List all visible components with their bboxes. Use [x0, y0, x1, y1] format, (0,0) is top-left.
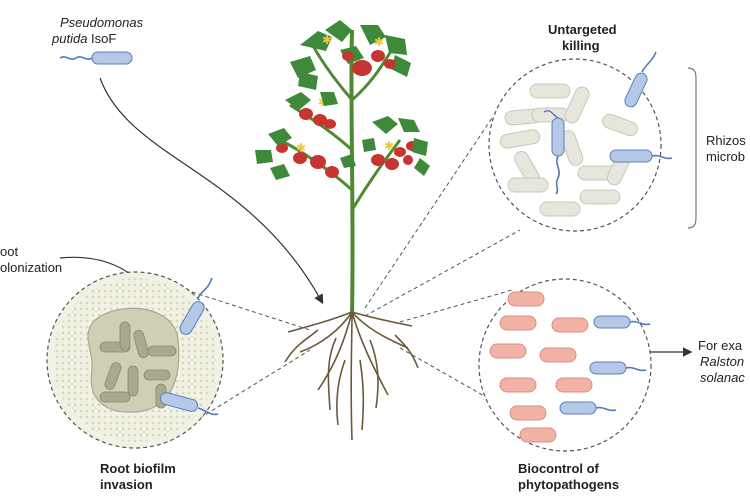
rhizosphere-label-line2: microb — [706, 149, 746, 164]
predator-cells — [543, 51, 673, 195]
root-colonization-line1: oot — [0, 244, 19, 259]
svg-text:✱: ✱ — [374, 35, 384, 49]
biocontrol-title-line2: phytopathogens — [518, 477, 620, 492]
svg-text:✱: ✱ — [384, 139, 394, 153]
example-label-line1: For exa — [698, 338, 743, 353]
pseudomonas-cell-icon — [59, 51, 133, 65]
roots — [284, 311, 419, 441]
biofilm-title-line1: Root biofilm — [100, 461, 176, 476]
untargeted-title-line1: Untargeted — [548, 22, 617, 37]
tomato-plant: ✱ ✱ ✱ ✱ ✱ ✱ — [255, 20, 430, 441]
biocontrol-predators — [559, 315, 651, 415]
organism-suffix: IsoF — [91, 31, 117, 46]
pathogen-cells — [489, 291, 593, 443]
tomatoes — [276, 50, 418, 178]
organism-name-line2: putida IsoF — [52, 31, 116, 46]
connectors — [59, 67, 697, 419]
root-colonization-line2: olonization — [0, 260, 63, 275]
organism-species: putida — [52, 31, 88, 46]
commensal-cells — [499, 83, 638, 217]
leaf-cluster-top — [290, 20, 411, 90]
biocontrol-title-line1: Biocontrol of — [518, 461, 599, 476]
rhizosphere-label-line1: Rhizos — [706, 133, 746, 148]
organism-name-line1: Pseudomonas — [60, 15, 144, 30]
untargeted-killing-circle — [488, 51, 673, 232]
root-biofilm-circle — [46, 271, 224, 449]
example-label-line3: solanac — [700, 370, 745, 385]
untargeted-title-line2: killing — [562, 38, 600, 53]
biocontrol-circle — [478, 278, 652, 452]
example-label-line2: Ralston — [700, 354, 745, 369]
svg-text:✱: ✱ — [296, 141, 306, 155]
biofilm-cells — [99, 321, 177, 409]
biofilm-predators — [159, 277, 219, 416]
svg-text:✱: ✱ — [322, 33, 332, 47]
leaf-cluster-side — [255, 92, 430, 180]
biofilm-title-line2: invasion — [100, 477, 153, 492]
